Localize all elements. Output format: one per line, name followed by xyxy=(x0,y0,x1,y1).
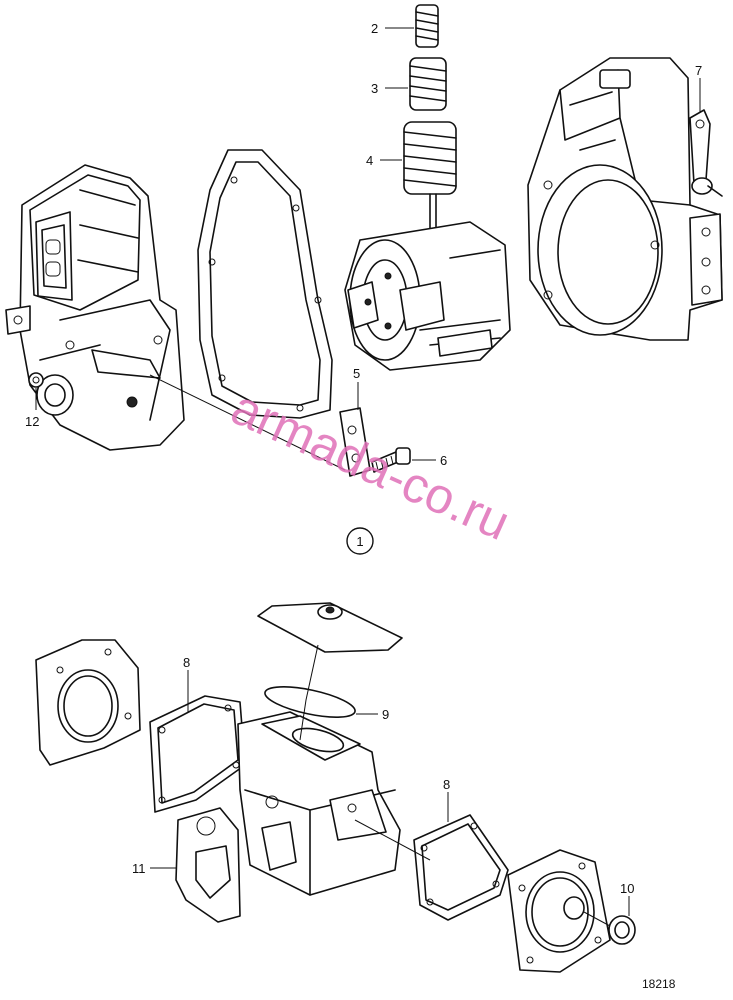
figure-number: 18218 xyxy=(642,977,676,991)
housing-gasket xyxy=(197,149,333,419)
callout-4: 4 xyxy=(366,153,373,168)
center-body xyxy=(237,711,401,896)
left-cover-plate xyxy=(35,639,141,766)
assembly-line-top xyxy=(149,374,346,471)
part-11-gasket xyxy=(175,807,241,923)
leader-lines xyxy=(150,27,701,916)
part-10-plug xyxy=(583,911,636,945)
flyweight-assembly xyxy=(344,221,511,371)
callout-5: 5 xyxy=(353,366,360,381)
part-5-clamp xyxy=(339,407,371,477)
callout-12: 12 xyxy=(25,414,39,429)
callout-2: 2 xyxy=(371,21,378,36)
part-9-diaphragm xyxy=(264,686,356,718)
right-cover xyxy=(507,849,611,973)
callout-labels: 2 3 4 5 6 7 8 8 9 10 11 12 xyxy=(25,21,702,896)
left-housing xyxy=(5,164,185,451)
callout-3: 3 xyxy=(371,81,378,96)
part-2-spring xyxy=(415,4,439,48)
callout-6: 6 xyxy=(440,453,447,468)
part-8-gasket-right xyxy=(413,814,509,921)
callout-7: 7 xyxy=(695,63,702,78)
diaphragm-cover xyxy=(257,602,403,653)
part-12-washer xyxy=(28,372,44,410)
callout-9: 9 xyxy=(382,707,389,722)
callout-8-right: 8 xyxy=(443,777,450,792)
assembly-line-bottom-1 xyxy=(299,644,319,741)
circled-reference-number: 1 xyxy=(356,534,363,549)
part-6-bolt xyxy=(371,447,411,473)
callout-11: 11 xyxy=(132,861,146,876)
part-4-spring xyxy=(403,121,457,229)
part-8-gasket-left xyxy=(149,695,246,813)
part-7-lever xyxy=(689,109,723,197)
circled-reference: 1 xyxy=(346,527,374,555)
callout-8-left: 8 xyxy=(183,655,190,670)
assembly-line-bottom-2 xyxy=(354,819,431,861)
watermark-text: armada-co.ru xyxy=(224,379,518,551)
right-housing xyxy=(527,57,723,341)
callout-10: 10 xyxy=(620,881,634,896)
part-3-spring xyxy=(409,57,447,111)
